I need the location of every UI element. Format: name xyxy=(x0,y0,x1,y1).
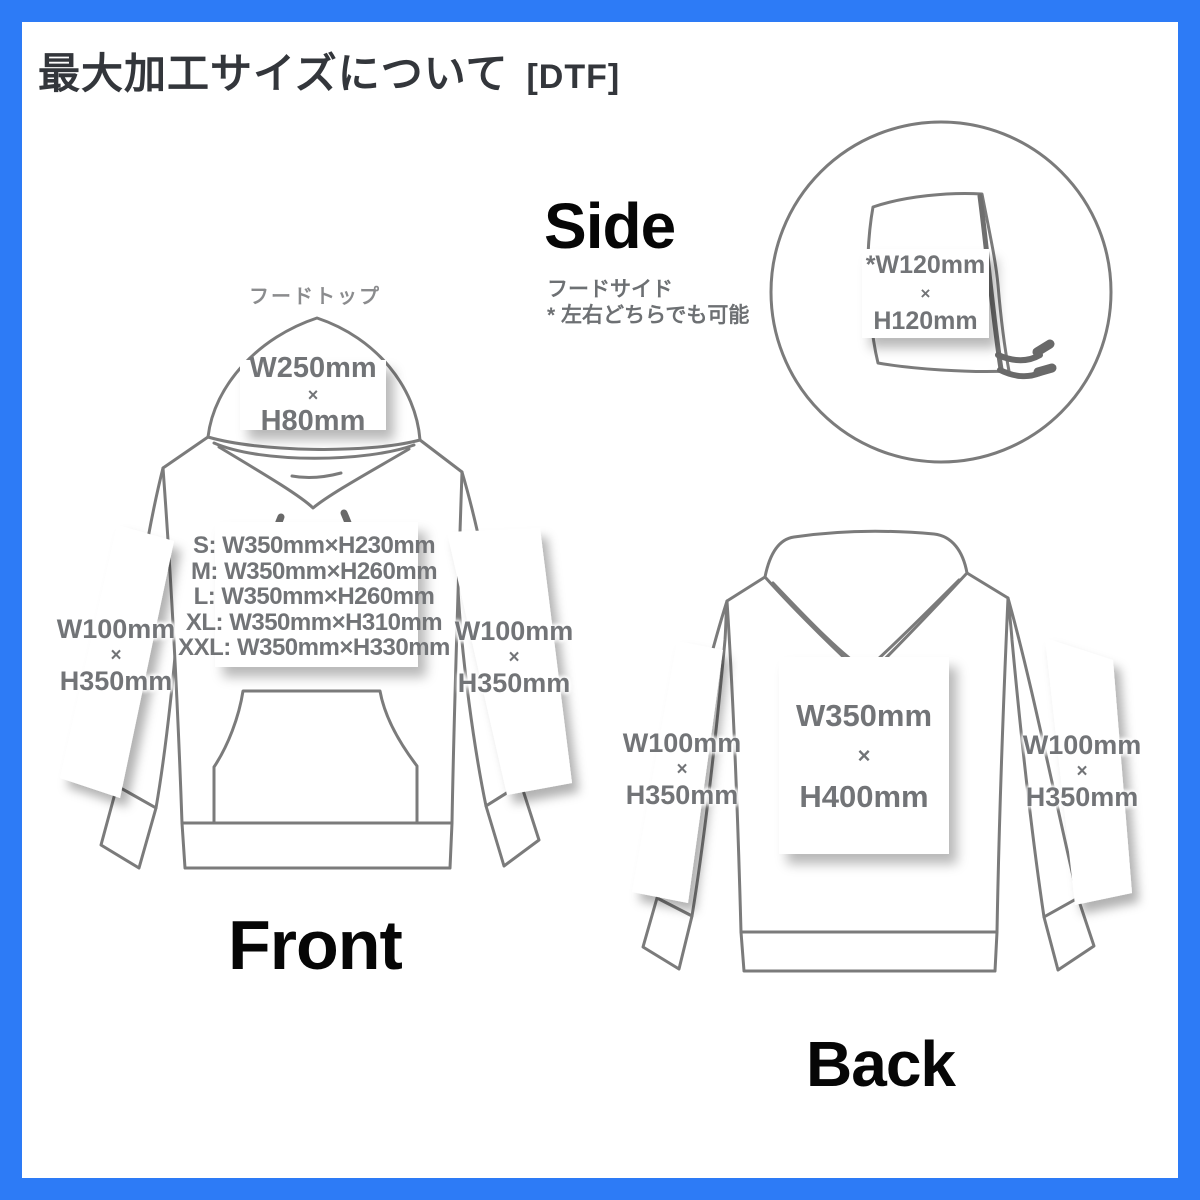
front-waistband xyxy=(180,821,454,870)
back-right-cuff xyxy=(1042,896,1096,972)
front-left-sleeve-times: × xyxy=(110,645,122,666)
front-hood-brim-line xyxy=(212,441,416,460)
back-left-cuff xyxy=(641,896,694,971)
back-left-sleeve-width: W100mm xyxy=(622,728,742,758)
front-hood-size-times: × xyxy=(307,385,319,405)
back-print-size-height: H400mm xyxy=(799,778,929,814)
front-chest-size-box xyxy=(215,522,418,667)
back-right-sleeve-height: H350mm xyxy=(1025,782,1139,812)
back-heading: Back xyxy=(806,1028,956,1100)
front-collar-inner-line xyxy=(290,471,343,479)
front-chest-size-xxl: XXL: W350mm×H330mm xyxy=(178,634,450,661)
back-left-sleeve-size-label: W100mm × H350mm xyxy=(602,730,762,809)
side-drawstring-lower-tip xyxy=(1033,363,1057,377)
front-hood-size-width: W250mm xyxy=(249,352,377,384)
front-hood-top-note: フードトップ xyxy=(249,286,381,308)
side-note-line1: フードサイド xyxy=(547,278,673,301)
front-right-sleeve-height: H350mm xyxy=(457,668,571,698)
front-collar-v xyxy=(217,445,411,510)
back-print-size-times: × xyxy=(857,742,871,768)
front-right-cuff xyxy=(484,782,541,868)
front-left-cuff xyxy=(99,784,158,870)
side-hood-fold-line xyxy=(977,193,1004,372)
back-print-size-width: W350mm xyxy=(795,697,933,733)
front-heading: Front xyxy=(228,906,403,984)
side-hood-size-width: *W120mm xyxy=(865,251,986,279)
front-pocket xyxy=(212,689,419,825)
front-chest-size-m: M: W350mm×H260mm xyxy=(190,557,438,585)
front-right-sleeve-print-area xyxy=(447,528,572,795)
front-chest-size-list: S: W350mm×H230mm M: W350mm×H260mm L: W35… xyxy=(175,533,453,661)
back-right-sleeve-width: W100mm xyxy=(1022,730,1142,760)
front-chest-size-l: L: W350mm×H260mm xyxy=(193,583,435,610)
side-hood-size-label: *W120mm × H120mm xyxy=(862,249,989,338)
back-print-size-label: W350mm × H400mm xyxy=(779,657,949,854)
front-left-sleeve-width: W100mm xyxy=(56,614,176,644)
back-right-sleeve-times: × xyxy=(1076,761,1088,782)
front-left-sleeve-height: H350mm xyxy=(59,666,173,696)
front-left-sleeve-size-label: W100mm × H350mm xyxy=(36,616,196,695)
back-right-sleeve xyxy=(1006,596,1080,919)
front-right-sleeve-width: W100mm xyxy=(454,616,574,646)
front-chest-size-xl: XL: W350mm×H310mm xyxy=(185,608,443,636)
front-right-sleeve-size-label: W100mm × H350mm xyxy=(434,618,594,697)
back-left-sleeve-height: H350mm xyxy=(625,780,739,810)
side-hood-size-times: × xyxy=(920,284,931,303)
side-notes: フードサイド * 左右どちらでも可能 xyxy=(547,277,749,329)
page-title-main: 最大加工サイズについて xyxy=(38,50,509,97)
front-left-sleeve-print-area xyxy=(60,525,174,798)
side-drawstring-upper-tip xyxy=(1032,339,1055,357)
back-right-sleeve-size-label: W100mm × H350mm xyxy=(1002,732,1162,811)
back-left-sleeve-print-area xyxy=(632,641,723,903)
front-right-sleeve-times: × xyxy=(508,647,520,668)
page-title: 最大加工サイズについて [DTF] xyxy=(38,40,620,101)
page-title-tag: [DTF] xyxy=(526,58,621,96)
front-chest-size-s: S: W350mm×H230mm xyxy=(192,532,436,559)
side-heading: Side xyxy=(544,190,676,262)
front-hood-size-height: H80mm xyxy=(260,405,366,437)
back-right-sleeve-print-area xyxy=(1045,638,1132,905)
side-drawstring-upper xyxy=(995,352,1043,364)
back-waistband xyxy=(739,930,999,973)
side-hood-size-height: H120mm xyxy=(873,307,978,335)
back-left-sleeve-times: × xyxy=(676,759,688,780)
side-note-line2: * 左右どちらでも可能 xyxy=(547,304,750,327)
front-hood-size-label: W250mm × H80mm xyxy=(240,354,386,436)
